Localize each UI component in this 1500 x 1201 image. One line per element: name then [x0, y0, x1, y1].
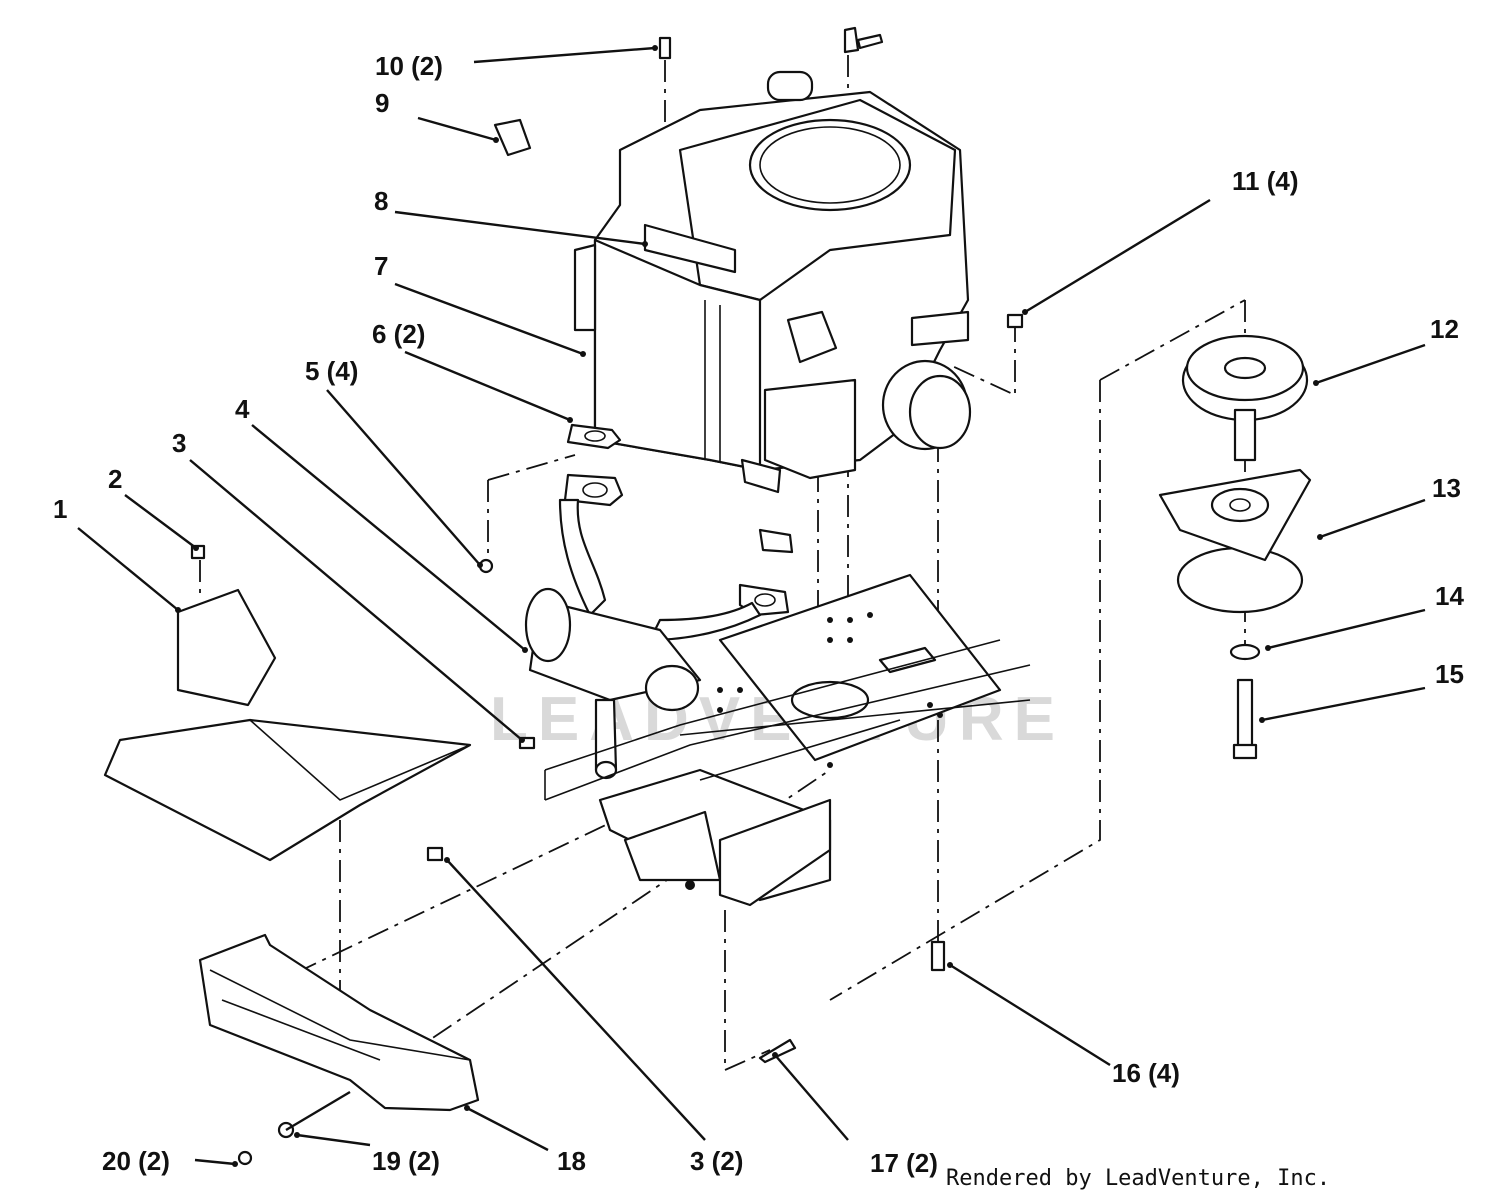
- frame-holes: [717, 612, 943, 768]
- callout-11: 11 (4): [1232, 166, 1299, 196]
- callout-3b: 3 (2): [690, 1146, 743, 1176]
- render-credit: Rendered by LeadVenture, Inc.: [946, 1166, 1331, 1191]
- callout-13: 13: [1432, 473, 1461, 503]
- callout-19: 19 (2): [372, 1146, 440, 1176]
- bolt-17: [758, 1038, 797, 1064]
- callout-labels: 10 (2) 9 8 7 6 (2) 5 (4) 4 3 2 1 11 (4) …: [53, 51, 1464, 1178]
- exhaust-system: [524, 423, 794, 780]
- callout-17: 17 (2): [870, 1148, 938, 1178]
- nut-11: [1006, 313, 1024, 329]
- callout-5: 5 (4): [305, 356, 358, 386]
- bolt-3b: [426, 846, 444, 862]
- callout-20: 20 (2): [102, 1146, 170, 1176]
- nut-20: [237, 1150, 253, 1166]
- bolt-16: [930, 940, 946, 972]
- engine-frame: [544, 573, 1031, 907]
- clutch-assembly: [1158, 334, 1312, 760]
- callout-2: 2: [108, 464, 122, 494]
- leader-lines: [77, 45, 1426, 1167]
- plug-9: [493, 118, 532, 157]
- callout-3: 3: [172, 428, 186, 458]
- callout-4: 4: [235, 394, 250, 424]
- callout-16: 16 (4): [1112, 1058, 1180, 1088]
- bolt-top: [843, 26, 860, 54]
- callout-8: 8: [374, 186, 388, 216]
- engine: [573, 70, 972, 494]
- callout-10: 10 (2): [375, 51, 443, 81]
- bolt-3: [518, 736, 536, 750]
- callout-6: 6 (2): [372, 319, 425, 349]
- callout-15: 15: [1435, 659, 1464, 689]
- fasteners: [190, 26, 1024, 1166]
- bolt-10: [658, 36, 672, 60]
- callout-18: 18: [557, 1146, 586, 1176]
- heat-shield: [103, 588, 472, 862]
- callout-7: 7: [374, 251, 388, 281]
- callout-14: 14: [1435, 581, 1464, 611]
- callout-9: 9: [375, 88, 389, 118]
- callout-12: 12: [1430, 314, 1459, 344]
- callout-1: 1: [53, 494, 67, 524]
- bumper: [198, 933, 480, 1112]
